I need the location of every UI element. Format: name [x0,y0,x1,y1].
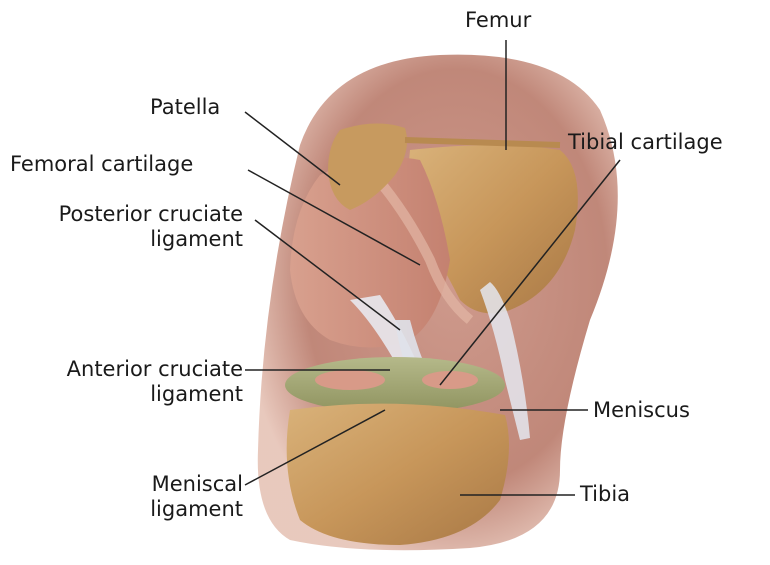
label-posterior-cruciate-line1: Posterior cruciate [8,202,243,227]
meniscus-hole-left [315,370,385,390]
label-posterior-cruciate-ligament: Posterior cruciate ligament [8,202,243,252]
label-anterior-cruciate-line2: ligament [8,382,243,407]
label-anterior-cruciate-line1: Anterior cruciate [8,357,243,382]
label-patella: Patella [150,95,220,120]
label-anterior-cruciate-ligament: Anterior cruciate ligament [8,357,243,407]
label-meniscal-ligament-line2: ligament [8,497,243,522]
label-meniscus: Meniscus [593,398,690,423]
label-femur: Femur [465,8,531,33]
label-tibia: Tibia [580,482,630,507]
label-femoral-cartilage: Femoral cartilage [10,152,193,177]
label-meniscal-ligament-line1: Meniscal [8,472,243,497]
label-meniscal-ligament: Meniscal ligament [8,472,243,522]
label-posterior-cruciate-line2: ligament [8,227,243,252]
label-tibial-cartilage: Tibial cartilage [568,130,723,155]
